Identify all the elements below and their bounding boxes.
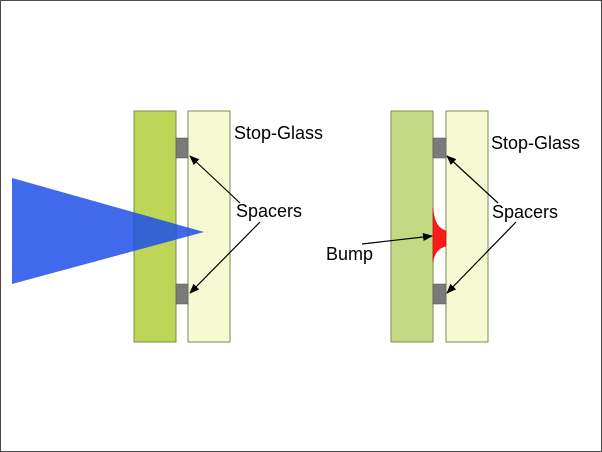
left-spacers-arrow-top <box>189 155 241 204</box>
left-spacers-arrow-bottom <box>189 221 261 294</box>
right-spacers-arrow-top <box>446 155 499 204</box>
left-spacer-bottom <box>175 283 189 305</box>
left-spacer-top <box>175 137 189 159</box>
right-spacer-bottom <box>432 283 447 305</box>
right-stop-glass-label: Stop-Glass <box>491 133 580 153</box>
left-stop-glass <box>187 110 231 343</box>
right-spacers-arrow-bottom <box>446 221 517 294</box>
left-spacers-label: Spacers <box>236 201 302 221</box>
laser-beam <box>12 178 204 284</box>
right-spacers-label: Spacers <box>492 202 558 222</box>
right-diagram: Stop-Glass Spacers Bump <box>326 110 580 343</box>
bump-label: Bump <box>326 244 373 264</box>
bump-shape <box>432 207 447 263</box>
left-diagram: Stop-Glass Spacers <box>12 110 323 343</box>
bump-arrow <box>361 233 433 245</box>
right-front-glass <box>390 110 434 343</box>
right-spacer-top <box>432 137 447 159</box>
left-stop-glass-label: Stop-Glass <box>234 123 323 143</box>
right-stop-glass <box>445 110 489 343</box>
